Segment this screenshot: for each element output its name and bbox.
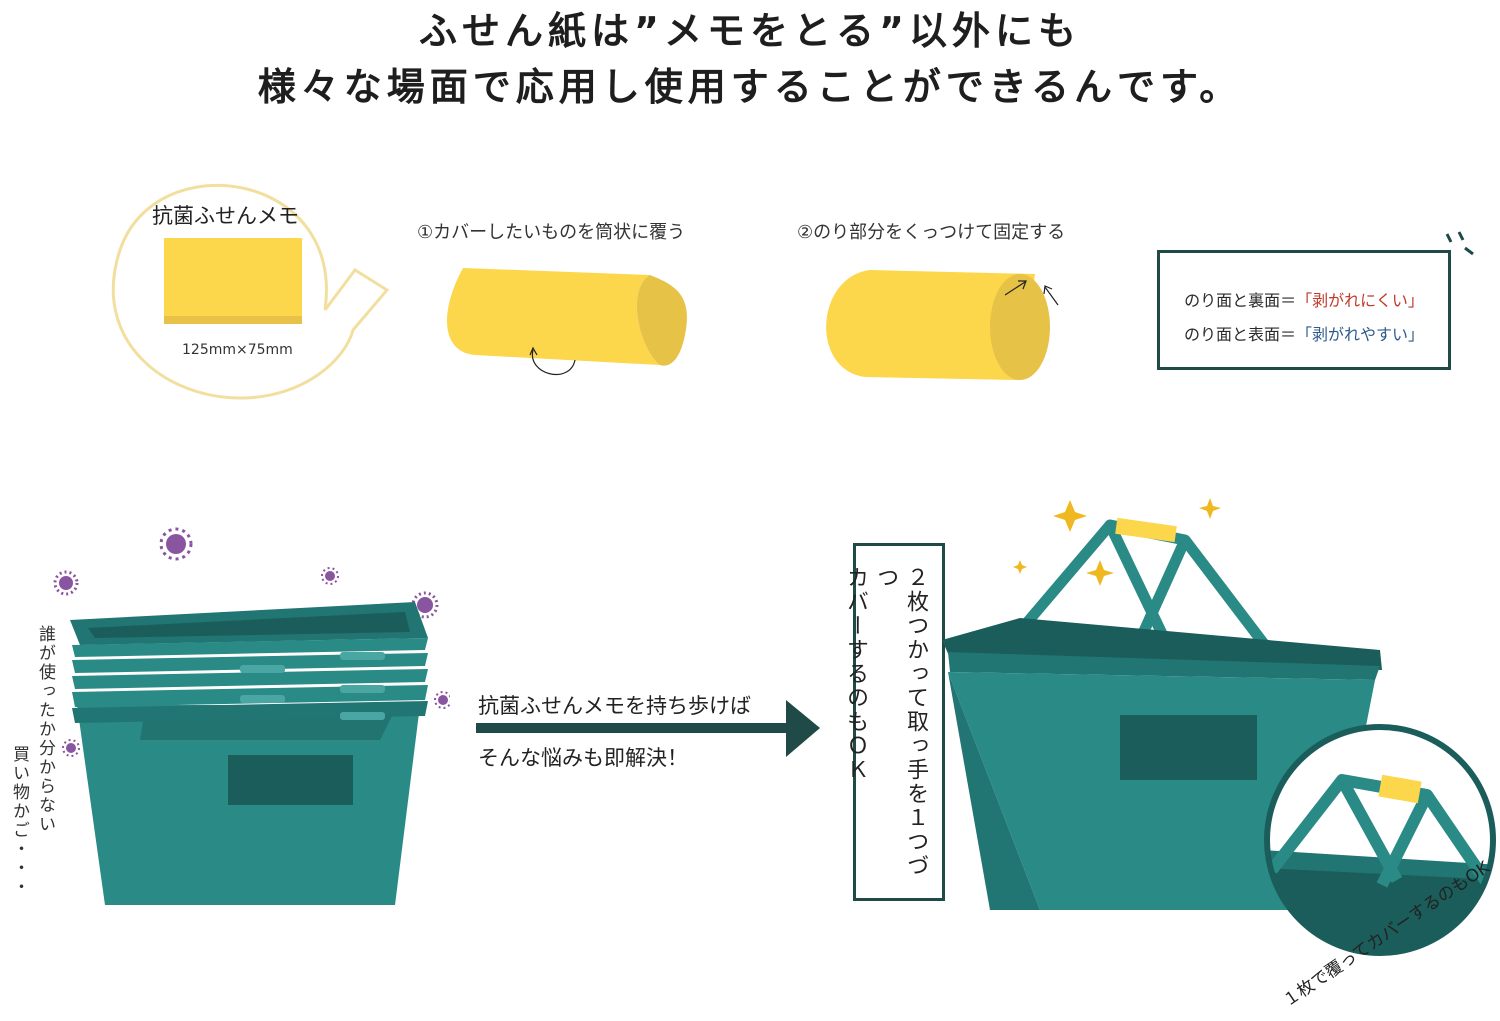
- arrow-text-line1: 抗菌ふせんメモを持ち歩けば: [478, 694, 751, 718]
- zoom-sticky-note: [1378, 774, 1422, 804]
- zoom-circle: [1264, 724, 1496, 956]
- left-caption: 誰が使ったか分からない 買い物かご・・・: [6, 625, 58, 915]
- arrow-text-line2: そんな悩みも即解決！: [478, 746, 688, 770]
- right-arrow-icon: [476, 700, 820, 757]
- note-line-1-prefix: のり面と裏面＝: [1184, 291, 1297, 310]
- headline-line1: ふせん紙は”メモをとる”以外にも: [419, 9, 1081, 53]
- left-caption-col1: 誰が使ったか分からない: [35, 625, 55, 834]
- bubble-title: 抗菌ふせんメモ: [152, 204, 299, 228]
- attach-arrow-icon: [1004, 281, 1026, 296]
- sticky-note-illustration: [164, 238, 302, 324]
- sticky-note-front: [164, 238, 302, 324]
- step2-label: ②のり部分をくっつけて固定する: [797, 222, 1066, 243]
- note-line-2-prefix: のり面と表面＝: [1183, 325, 1296, 344]
- note-line-1: のり面と裏面＝「剥がれにくい」: [1160, 287, 1448, 311]
- note-line-2: のり面と表面＝「剥がれやすい」: [1160, 321, 1448, 345]
- sticky-note-edge: [164, 316, 302, 324]
- covered-basket-label-plate: [1120, 715, 1257, 780]
- rolled-note-closed-illustration: [826, 270, 1059, 380]
- zoom-circle-border: [1264, 724, 1496, 956]
- attach-arrow-icon-2: [1044, 286, 1059, 306]
- two-sheets-col2: カバーするのもＯＫ: [843, 566, 868, 782]
- roll-arrow-icon: [531, 349, 576, 376]
- handle-sticky-note: [1115, 517, 1177, 543]
- two-sheets-box: ２枚つかって取っ手を１つづつ カバーするのもＯＫ: [843, 543, 945, 901]
- step1-label: ①カバーしたいものを筒状に覆う: [417, 222, 686, 243]
- rolled-note-open-illustration: [447, 268, 687, 376]
- note-line-2-highlight: 「剥がれやすい」: [1296, 325, 1425, 344]
- headline-line2: 様々な場面で応用し使用することができるんです。: [257, 65, 1243, 109]
- left-caption-col2: 買い物かご・・・: [9, 745, 29, 897]
- note-line-1-highlight: 「剥がれにくい」: [1296, 291, 1424, 310]
- two-sheets-col1: ２枚つかって取っ手を１つづつ: [873, 566, 928, 878]
- adhesion-note-box: のり面と裏面＝「剥がれにくい」 のり面と表面＝「剥がれやすい」: [1157, 250, 1451, 370]
- basket-label-plate: [228, 755, 353, 805]
- two-sheets-text: ２枚つかって取っ手を１つづつ カバーするのもＯＫ: [840, 566, 930, 898]
- bubble-size: 125mm×75mm: [182, 342, 293, 358]
- stacked-baskets-illustration: [53, 527, 450, 905]
- emphasis-marks-icon: [1445, 231, 1474, 256]
